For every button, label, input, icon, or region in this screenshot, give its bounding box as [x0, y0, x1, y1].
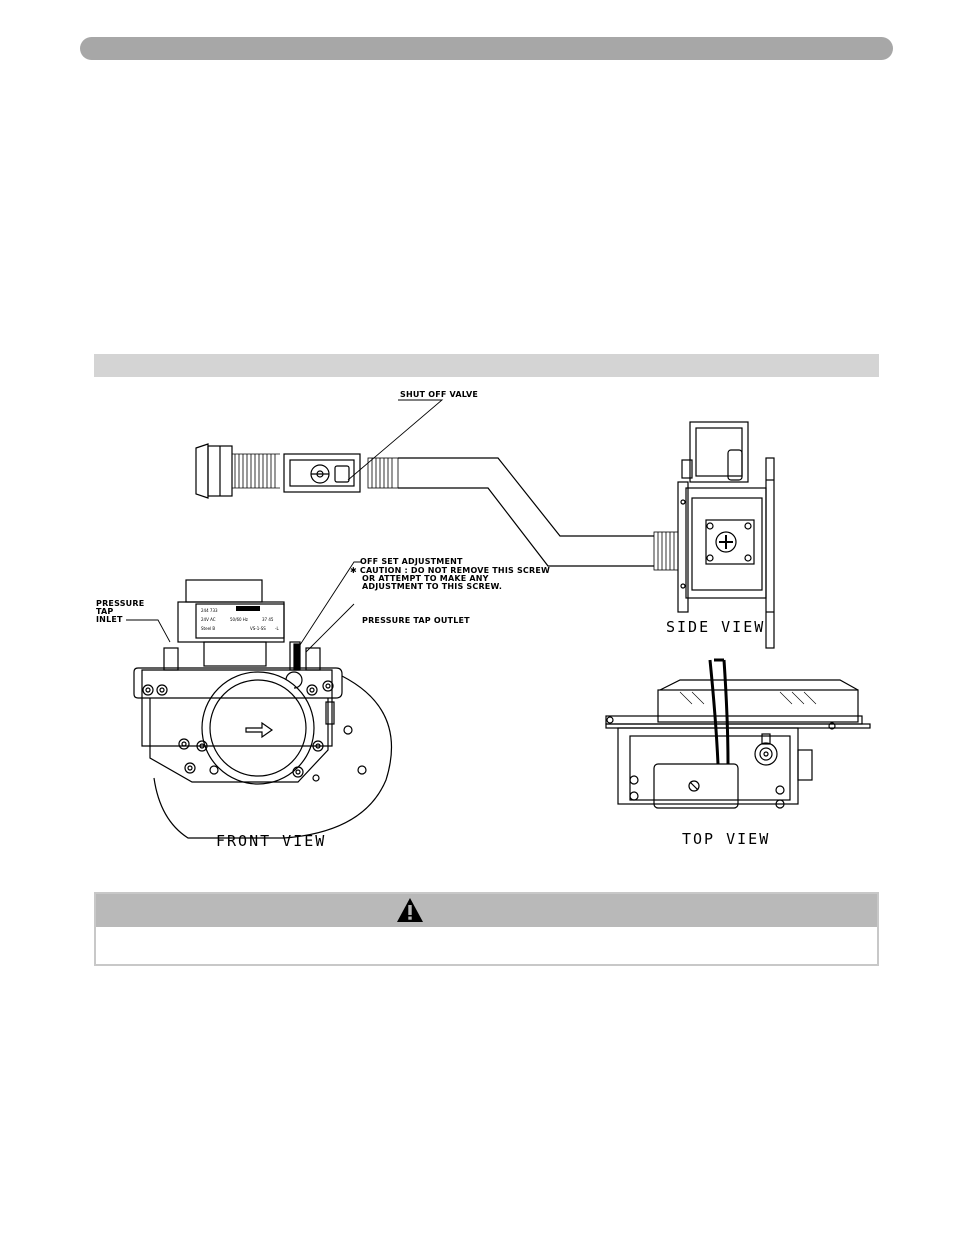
- figure-caption-bar: [94, 354, 879, 377]
- top-view-label: TOP VIEW: [682, 830, 770, 848]
- side-view-label: SIDE VIEW: [666, 618, 765, 636]
- valve-nameplate: 244 733 24V AC 50/60 Hz 37 45 Steel B VS…: [201, 608, 279, 631]
- warning-triangle-icon: [396, 897, 424, 923]
- side-view-drawing: [678, 422, 774, 648]
- pipe: [368, 458, 678, 570]
- warning-header: [96, 894, 877, 927]
- plate-rating: 37 45: [262, 617, 274, 622]
- warning-box: [94, 892, 879, 966]
- top-view-drawing: [606, 660, 870, 808]
- section-header-bar: [80, 37, 893, 60]
- shut-off-valve-label: SHUT OFF VALVE: [400, 390, 478, 399]
- front-view-label: FRONT VIEW: [216, 832, 326, 850]
- plate-model: 244 733: [201, 608, 218, 613]
- pressure-tap-outlet-label: PRESSURE TAP OUTLET: [362, 616, 470, 625]
- warning-body: [96, 927, 877, 964]
- plate-suffix: -L: [275, 626, 279, 631]
- gas-valve-drawing: 244 733 24V AC 50/60 Hz 37 45 Steel B VS…: [80, 380, 880, 870]
- pressure-tap-inlet-label-3: INLET: [96, 615, 123, 624]
- caution-line-3: ADJUSTMENT TO THIS SCREW.: [362, 582, 502, 591]
- shut-off-valve: [284, 454, 360, 492]
- inlet-fitting: [196, 444, 280, 498]
- plate-voltage: 24V AC: [201, 617, 216, 622]
- plate-material: Steel B: [201, 626, 215, 631]
- off-set-adjustment-label: OFF SET ADJUSTMENT: [360, 557, 463, 566]
- plate-frequency: 50/60 Hz: [230, 617, 248, 622]
- plate-code: VS-1-SS: [250, 626, 266, 631]
